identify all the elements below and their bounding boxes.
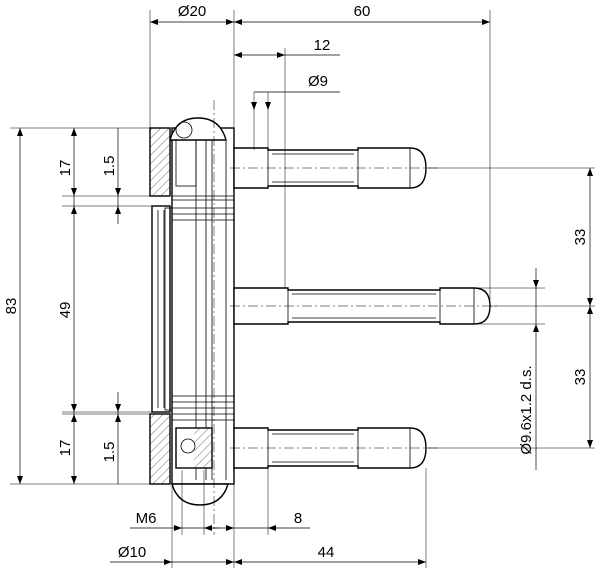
dim-label-bottom-offset: 8 [294,510,302,527]
dim-label-right-lower: 33 [572,369,589,386]
dim-label-right-upper: 33 [572,229,589,246]
hinge-body [149,117,235,506]
dim-label-left-total: 83 [3,298,20,315]
lower-plate-hatch [150,414,170,484]
dim-left-total: 83 [3,128,23,484]
dim-label-thread-spec: Ø9.6x1.2 d.s. [518,365,535,454]
dim-bottom-diameter: Ø10 [110,544,234,565]
dim-label-bottom-length: 44 [318,544,335,561]
dim-label-gap-upper: 1.5 [101,156,118,177]
dim-pin-diameter: Ø9 [251,73,340,110]
dim-label-bottom-diameter: Ø10 [118,544,146,561]
middle-plate [151,205,171,413]
dim-top-diameter: Ø20 [150,3,234,25]
upper-plate-hatch [150,128,170,196]
set-screw [180,438,196,454]
dim-bottom-length: 44 [234,544,426,565]
dim-bottom-offset: 8 [214,510,310,531]
bottom-cap [171,483,229,506]
dim-label-pin-offset: 12 [314,37,331,54]
dim-label-gap-lower: 1.5 [101,442,118,463]
dim-label-left-lower: 17 [57,440,74,457]
dim-top-length: 60 [234,3,490,25]
dim-left-sections: 17 49 17 [57,128,77,484]
dim-label-top-diameter: Ø20 [178,3,206,20]
dim-bottom-thread: M6 [130,510,220,531]
dim-label-left-middle: 49 [57,302,74,319]
dim-label-pin-diameter: Ø9 [308,73,328,90]
dim-label-left-upper: 17 [57,160,74,177]
dim-label-bottom-thread: M6 [136,510,157,527]
dim-thread-spec: Ø9.6x1.2 d.s. [518,268,539,470]
dim-pin-offset: 12 [234,37,340,58]
dim-label-top-length: 60 [354,3,371,20]
dim-gaps: 1.5 1.5 [101,128,121,484]
dim-right-pitch: 33 33 [572,168,593,448]
top-cap [169,117,227,141]
